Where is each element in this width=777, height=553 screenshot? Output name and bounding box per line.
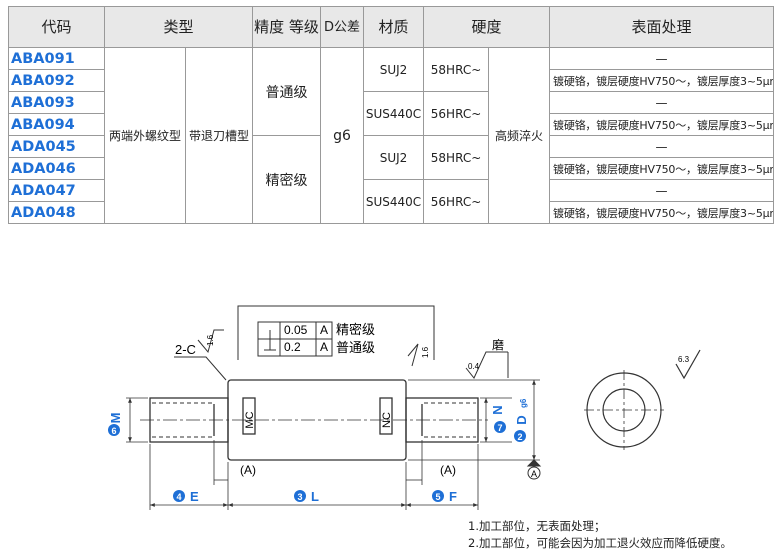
material-cell: SUJ2 bbox=[363, 135, 425, 180]
dim-n-badge bbox=[494, 421, 506, 433]
dim-e-badge bbox=[173, 490, 185, 502]
dim-e-label: E bbox=[190, 489, 199, 504]
code-cell: ADA048 bbox=[8, 201, 105, 224]
note-1: 1.加工部位，无表面处理； bbox=[468, 519, 606, 533]
tolerance-cell: g6 bbox=[320, 47, 365, 224]
roughness-right: 1.6 bbox=[421, 346, 430, 358]
code-cell: ADA045 bbox=[8, 135, 105, 158]
tol-datum-fine: A bbox=[320, 323, 328, 337]
dim-l-label: L bbox=[311, 489, 319, 504]
surface-plated-cell: 镀硬铬，镀层硬度HV750～，镀层厚度3~5μm bbox=[549, 201, 775, 224]
header-code: 代码 bbox=[8, 6, 105, 48]
dim-d-label: D bbox=[514, 415, 529, 424]
tol-normal-label: 普通级 bbox=[336, 340, 375, 355]
mc-label: MC bbox=[244, 411, 256, 428]
dim-m-badge bbox=[108, 424, 120, 436]
material-cell: SUJ2 bbox=[363, 47, 425, 92]
relief-a-right: (A) bbox=[440, 463, 456, 477]
note-2: 2.加工部位，可能会因为加工退火效应而降低硬度。 bbox=[468, 536, 732, 550]
surface-plated-cell: 镀硬铬，镀层硬度HV750～，镀层厚度3~5μm bbox=[549, 69, 775, 92]
hardness-cell: 56HRC~ bbox=[423, 91, 490, 136]
surface-plated-cell: 镀硬铬，镀层硬度HV750～，镀层厚度3~5μm bbox=[549, 113, 775, 136]
hardness-cell: 56HRC~ bbox=[423, 179, 490, 224]
hardness-cell: 58HRC~ bbox=[423, 135, 490, 180]
roughness-left: 1.6 bbox=[206, 334, 215, 346]
roughness-general: 6.3 bbox=[678, 355, 690, 364]
chamfer-label: 2-C bbox=[175, 342, 196, 357]
dim-m-label: M bbox=[108, 413, 123, 424]
code-cell: ABA093 bbox=[8, 91, 105, 114]
dim-f-num: 5 bbox=[435, 492, 440, 502]
dim-d-badge bbox=[514, 430, 526, 442]
nc-flat bbox=[379, 397, 393, 435]
spec-table: 代码 类型 精度 等级 D公差 材质 硬度 表面处理 ABA091 两端外螺纹型… bbox=[8, 6, 775, 224]
header-material: 材质 bbox=[363, 6, 425, 48]
header-type: 类型 bbox=[103, 6, 254, 48]
tol-normal-value: 0.2 bbox=[284, 340, 301, 354]
relief-a-left: (A) bbox=[240, 463, 256, 477]
dim-d-sub: g6 bbox=[519, 398, 528, 408]
heat-treatment-cell: 高频淬火 bbox=[488, 47, 551, 224]
precision-fine-cell: 精密级 bbox=[252, 135, 322, 224]
tol-fine-label: 精密级 bbox=[336, 322, 375, 337]
tol-fine-value: 0.05 bbox=[284, 323, 308, 337]
dim-l-badge bbox=[294, 490, 306, 502]
end-view bbox=[584, 349, 701, 450]
tol-datum-normal: A bbox=[320, 340, 328, 354]
dim-e-num: 4 bbox=[176, 492, 181, 502]
material-cell: SUS440C bbox=[363, 179, 425, 224]
precision-normal-cell: 普通级 bbox=[252, 47, 322, 136]
code-cell: ADA046 bbox=[8, 157, 105, 180]
code-cell: ADA047 bbox=[8, 179, 105, 202]
dim-l-num: 3 bbox=[297, 492, 302, 502]
header-hardness: 硬度 bbox=[423, 6, 551, 48]
grind-label: 磨 bbox=[492, 338, 504, 352]
header-surface: 表面处理 bbox=[549, 6, 775, 48]
type-2-cell: 带退刀槽型 bbox=[184, 47, 254, 224]
perpendicularity-frame bbox=[237, 305, 435, 360]
dim-f-label: F bbox=[449, 489, 457, 504]
datum-a-label: A bbox=[531, 469, 537, 479]
dim-m-num: 6 bbox=[111, 426, 116, 436]
dim-f-badge bbox=[432, 490, 444, 502]
nc-label: NC bbox=[381, 412, 393, 428]
mc-flat bbox=[242, 397, 256, 435]
dim-n-label: N bbox=[490, 405, 505, 414]
dim-n-num: 7 bbox=[497, 423, 502, 433]
surface-plated-cell: 镀硬铬，镀层硬度HV750～，镀层厚度3~5μm bbox=[549, 157, 775, 180]
dim-d-num: 2 bbox=[517, 432, 522, 442]
roughness-grind: 0.4 bbox=[468, 362, 480, 371]
